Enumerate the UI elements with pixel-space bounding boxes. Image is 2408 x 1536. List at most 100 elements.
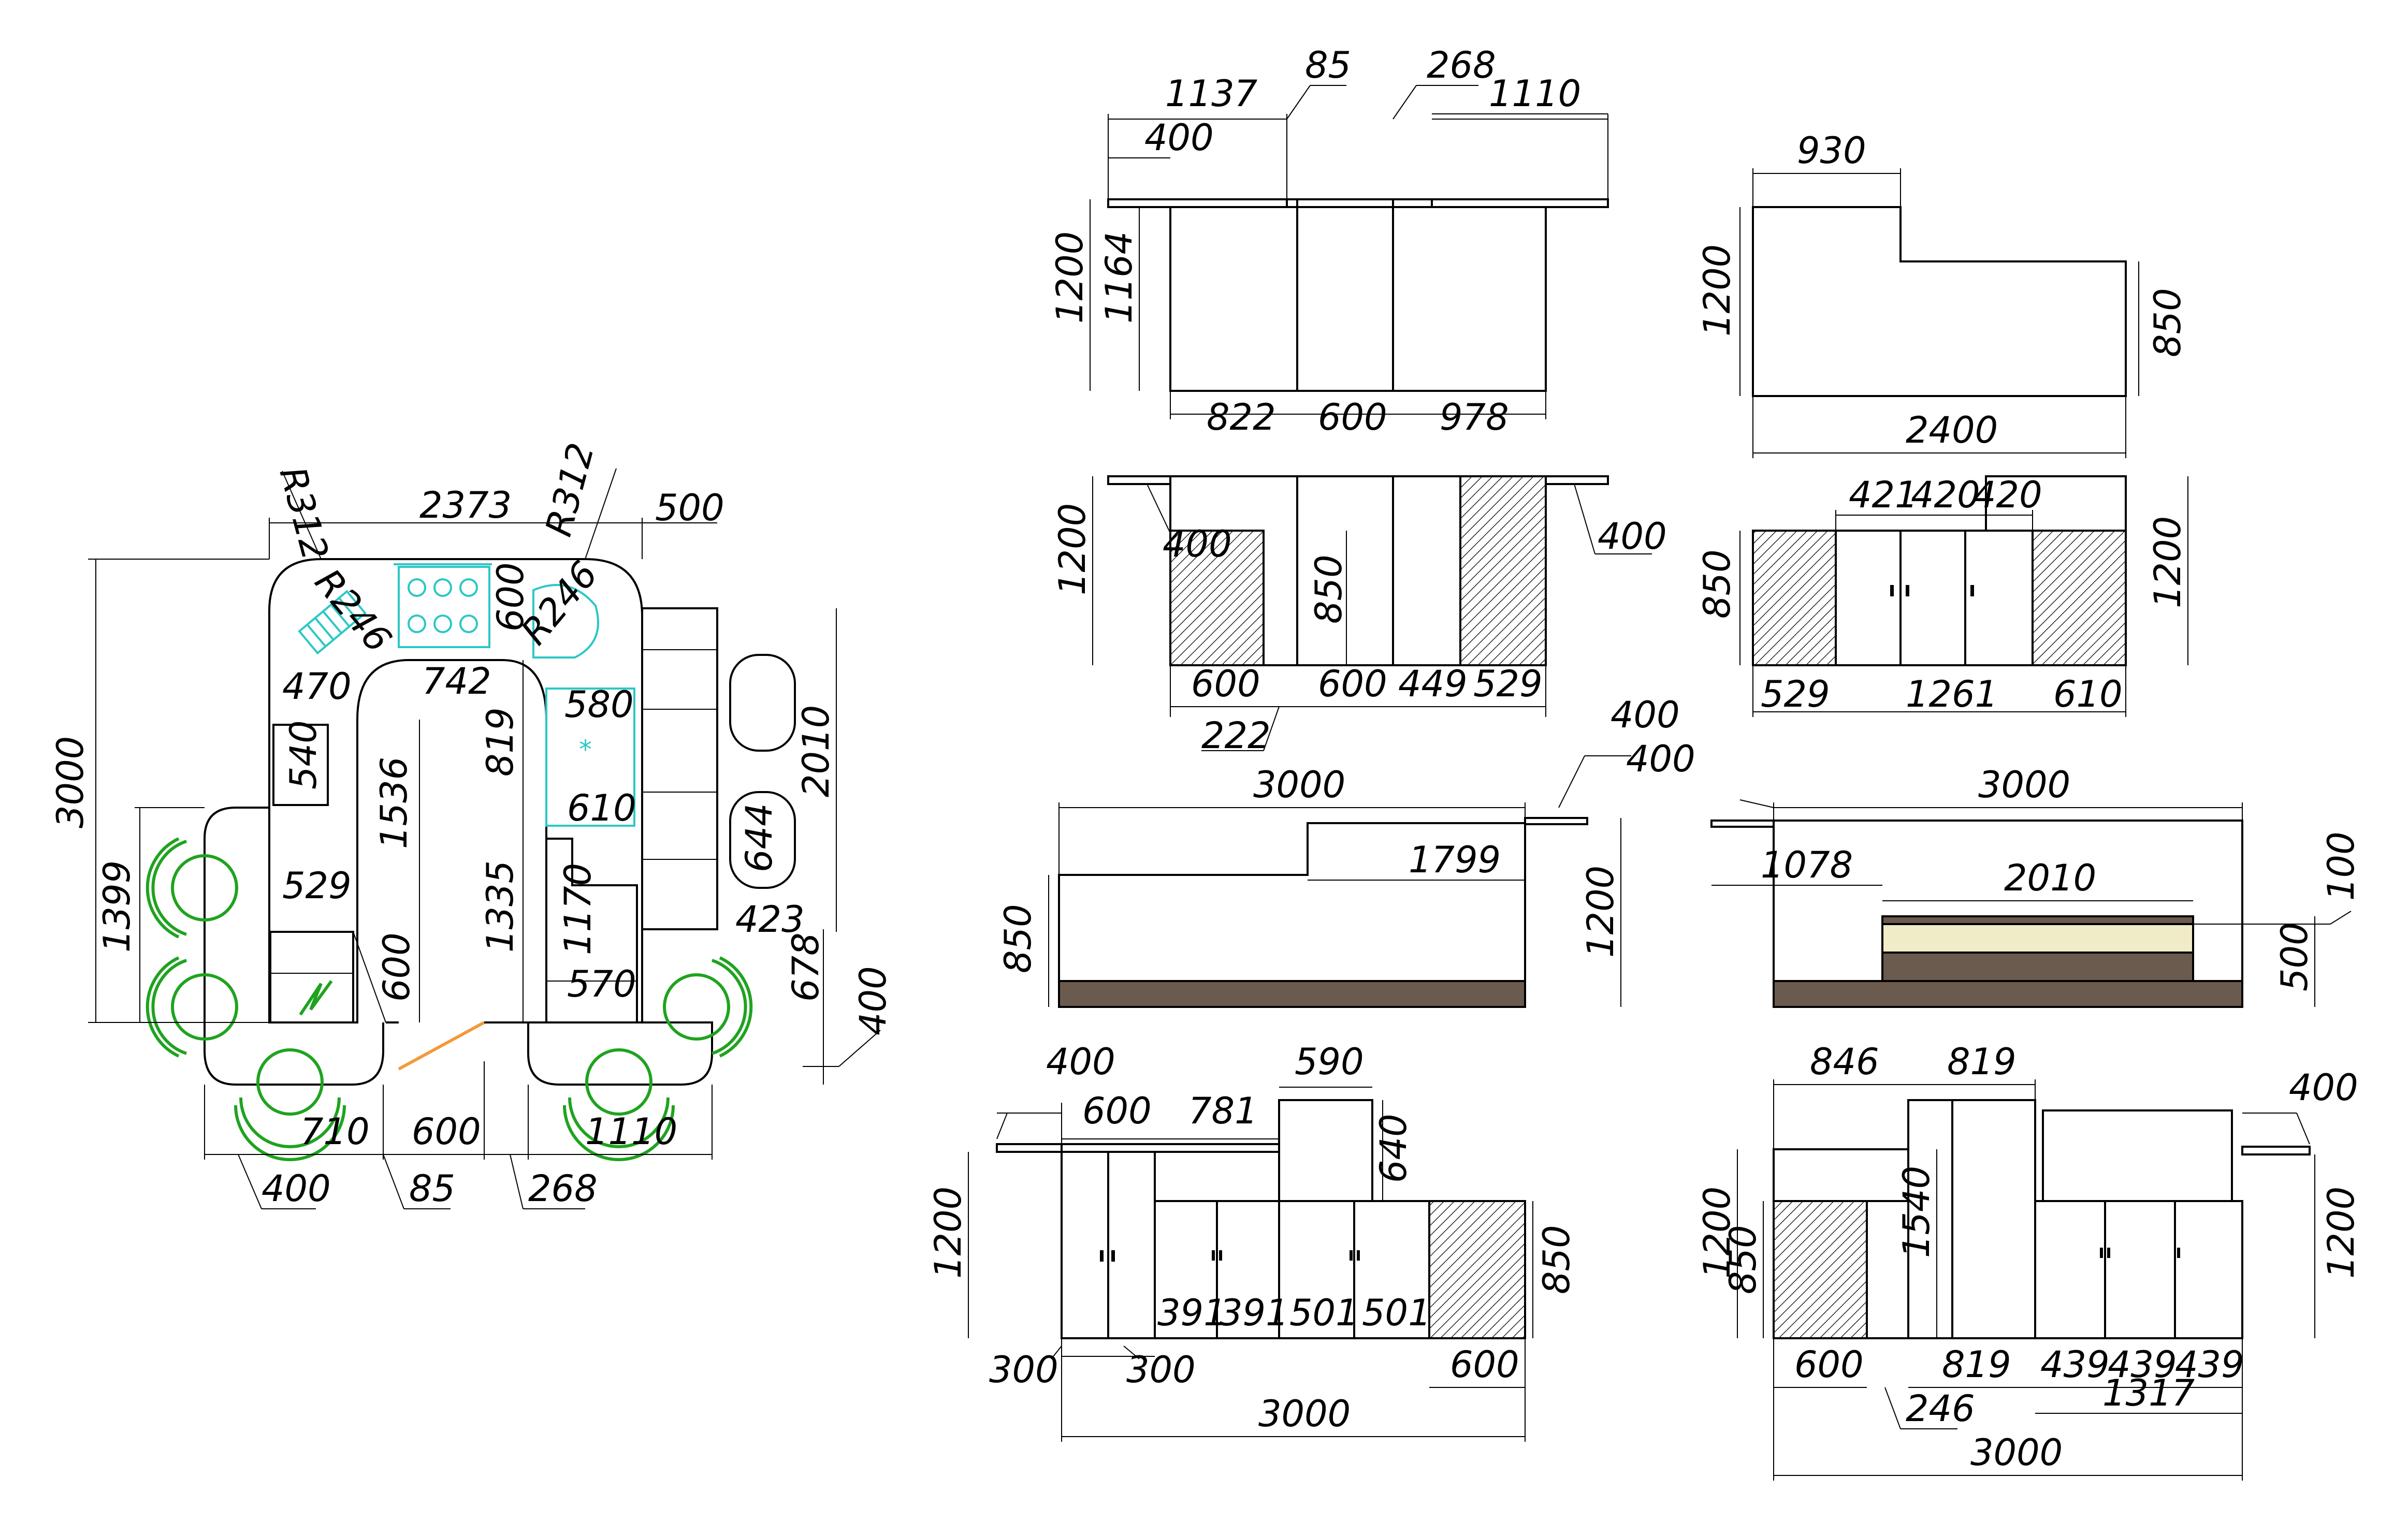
dim-radius-inner-left: R246 <box>307 561 400 660</box>
dim-246: 246 <box>1906 1387 1975 1430</box>
dim-439-a: 439 <box>2040 1343 2110 1386</box>
door-swing-line <box>398 1021 485 1071</box>
elevation-side-lower: 421 420 420 850 1200 529 1261 610 <box>1696 474 2189 717</box>
dim-2400: 2400 <box>1906 409 1998 451</box>
dim-600-b: 600 <box>1318 663 1387 705</box>
dim-1261: 1261 <box>1906 673 1998 715</box>
dim-1335: 1335 <box>479 860 521 953</box>
dim-930: 930 <box>1797 129 1866 172</box>
dim-400-right: 400 <box>1598 515 1667 558</box>
dim-529: 529 <box>1761 673 1830 715</box>
dim-hob-depth: 600 <box>489 562 532 632</box>
plan-box-540 <box>272 724 329 806</box>
plan-left-bar <box>204 807 384 1086</box>
dim-850: 850 <box>1722 1225 1764 1294</box>
dim-1200: 1200 <box>2146 516 2189 608</box>
dim-bottom-400: 400 <box>262 1167 331 1210</box>
dim-391-b: 391 <box>1220 1292 1289 1334</box>
dim-610: 610 <box>567 787 636 829</box>
dim-423: 423 <box>735 898 805 941</box>
dim-822: 822 <box>1207 396 1276 438</box>
svg-text:*: * <box>579 735 592 765</box>
chair-right-icon <box>663 956 753 1058</box>
dim-500: 500 <box>2273 922 2316 991</box>
dim-3000: 3000 <box>1978 764 2070 806</box>
dim-1200-right: 1200 <box>2320 1187 2362 1279</box>
elevation-back-upper: 1200 400 850 400 600 600 449 529 222 <box>1051 475 1667 757</box>
dim-420-b: 420 <box>1973 474 2042 516</box>
dim-left-inner: 470 <box>282 665 352 708</box>
dim-222: 222 <box>1201 714 1271 757</box>
dim-1200: 1200 <box>1051 503 1094 595</box>
dim-400-right: 400 <box>852 966 894 1035</box>
dim-850: 850 <box>997 904 1039 973</box>
dim-850: 850 <box>2146 288 2189 357</box>
dim-300-a: 300 <box>989 1349 1058 1391</box>
dim-439-b: 439 <box>2108 1343 2177 1386</box>
dim-box-540: 540 <box>282 720 325 789</box>
dim-1200: 1200 <box>1049 231 1091 324</box>
plan-right-bar <box>527 1021 713 1086</box>
elevation-bar-left: 400 3000 1799 850 1200 <box>997 694 1680 1008</box>
dim-421: 421 <box>1849 474 1918 516</box>
dim-439-c: 439 <box>2175 1343 2244 1386</box>
dim-978: 978 <box>1440 396 1509 438</box>
dim-529: 529 <box>1473 663 1543 705</box>
dim-bottom-1110: 1110 <box>585 1110 677 1153</box>
dim-1200: 1200 <box>1696 244 1738 337</box>
dim-100: 100 <box>2320 831 2362 901</box>
dim-600: 600 <box>1082 1090 1152 1132</box>
elevation-cabinets-left: 400 600 781 590 640 1200 391 391 501 501… <box>927 1041 1578 1442</box>
dim-1110: 1110 <box>1489 72 1581 115</box>
hob-icon <box>398 566 490 648</box>
dim-819: 819 <box>1947 1041 2017 1083</box>
dim-1164: 1164 <box>1098 231 1140 324</box>
dim-3000: 3000 <box>1970 1431 2063 1474</box>
corner-rack-icon <box>298 590 367 655</box>
sink-icon: * <box>532 584 635 827</box>
dim-600-vertical: 600 <box>375 932 418 1002</box>
plan-wall-unit <box>641 607 718 930</box>
dim-846: 846 <box>1810 1041 1879 1083</box>
dim-1078: 1078 <box>1761 844 1853 886</box>
dim-600-a: 600 <box>1191 663 1260 705</box>
dim-400-left: 400 <box>1163 523 1232 565</box>
dim-590: 590 <box>1295 1041 1364 1083</box>
dim-420-a: 420 <box>1911 474 1980 516</box>
dim-radius-outer-left: R312 <box>271 462 337 564</box>
dim-bottom-85: 85 <box>409 1167 455 1210</box>
dim-600: 600 <box>1318 396 1387 438</box>
dim-400: 400 <box>2289 1066 2358 1109</box>
chair-bottom-left-icon <box>234 1048 346 1161</box>
chair-left-upper-icon <box>146 837 238 939</box>
dim-1200: 1200 <box>1696 1187 1738 1279</box>
dim-radius-outer-right: R312 <box>537 438 602 540</box>
elevation-bar-right: 400 3000 1078 2010 100 500 <box>1626 738 2362 1008</box>
dim-640: 640 <box>1372 1114 1415 1183</box>
dim-inner-height: 1536 <box>373 757 415 849</box>
dim-400: 400 <box>1611 694 1680 736</box>
dim-1200: 1200 <box>927 1187 969 1279</box>
dim-600: 600 <box>1794 1343 1864 1386</box>
dim-449: 449 <box>1398 663 1468 705</box>
dim-center-top: 742 <box>422 660 491 703</box>
dim-center-gap: 819 <box>479 707 521 777</box>
dim-268: 268 <box>1427 44 1496 86</box>
dim-600-b: 600 <box>1450 1343 1519 1386</box>
dim-400: 400 <box>1046 1041 1115 1083</box>
dim-bottom-710: 710 <box>300 1110 370 1153</box>
dim-3000: 3000 <box>1253 764 1345 806</box>
dim-1137: 1137 <box>1165 72 1257 115</box>
dim-left-height: 1399 <box>96 860 138 953</box>
dim-501-b: 501 <box>1362 1292 1431 1334</box>
dim-391-a: 391 <box>1157 1292 1227 1334</box>
chair-bottom-right-icon <box>563 1048 675 1161</box>
dim-1170: 1170 <box>557 863 599 955</box>
dim-bottom-268: 268 <box>528 1167 598 1210</box>
dim-300-b: 300 <box>1126 1349 1196 1391</box>
dim-819-bottom: 819 <box>1942 1343 2011 1386</box>
dim-850: 850 <box>1696 549 1738 619</box>
dim-501-a: 501 <box>1289 1292 1359 1334</box>
plan-box-dishwasher <box>269 931 354 1023</box>
